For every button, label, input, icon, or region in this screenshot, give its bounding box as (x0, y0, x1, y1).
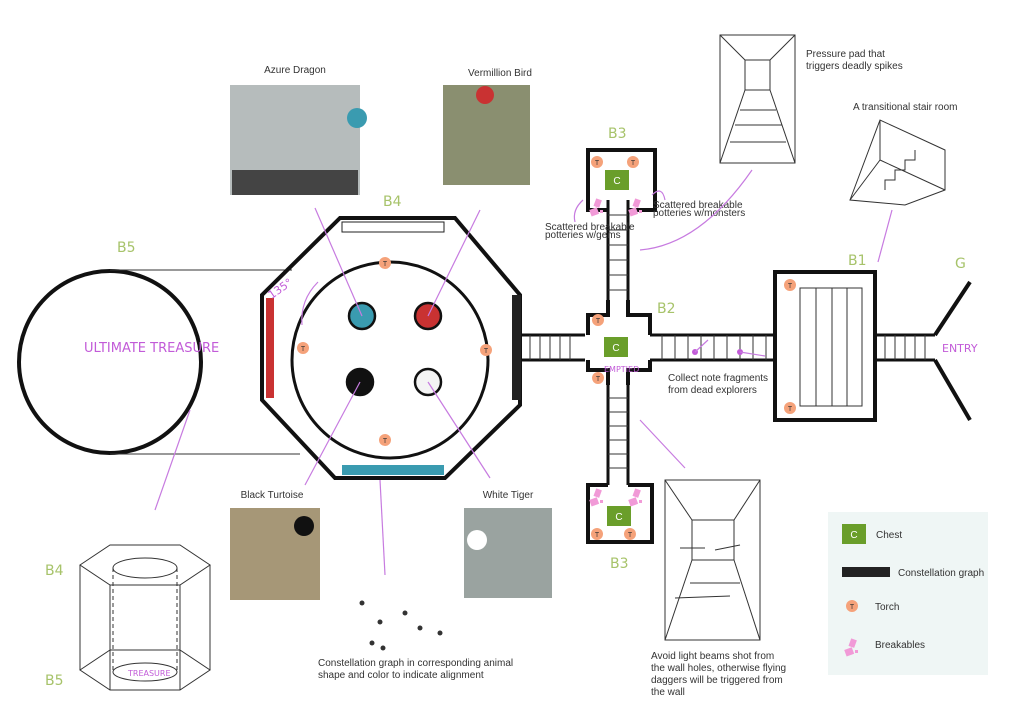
black-constellation-bar (512, 295, 521, 400)
white-constellation-bar (341, 221, 445, 233)
stair-room-note: A transitional stair room (853, 102, 958, 113)
floor-label-b3-bottom: B3 (610, 556, 629, 572)
floor-label-prism-b4: B4 (45, 563, 64, 579)
prism-sketch (79, 544, 211, 691)
entry-label: ENTRY (942, 342, 978, 355)
ultimate-treasure-room[interactable] (17, 269, 203, 455)
room-b1[interactable] (773, 270, 877, 422)
floor-label-g: G (955, 256, 966, 272)
chest-icon (607, 506, 631, 526)
torch-icon (591, 156, 603, 168)
floor-label-b4: B4 (383, 194, 402, 210)
constellation-chamber[interactable] (260, 216, 522, 480)
torch-icon (591, 528, 603, 540)
white-tiger-title: White Tiger (483, 490, 534, 501)
torch-icon (379, 257, 391, 269)
torch-icon (592, 372, 604, 384)
torch-icon (784, 279, 796, 291)
stair-room-sketch (849, 119, 946, 206)
breakables-icon (589, 198, 603, 217)
black-turtoise-title: Black Turtoise (241, 490, 304, 501)
azure-dragon-title: Azure Dragon (264, 65, 326, 76)
torch-icon (624, 528, 636, 540)
torch-icon (480, 344, 492, 356)
floor-label-prism-b5: B5 (45, 673, 64, 689)
legend-torch: Torch (875, 602, 899, 613)
entrance[interactable] (933, 280, 972, 422)
legend-constellation: Constellation graph (898, 568, 984, 579)
pressure-pad-sketch (719, 34, 796, 164)
constellation-bar-icon (842, 567, 890, 577)
chest-icon (604, 337, 628, 357)
breakables-icon (589, 488, 603, 507)
torch-icon (784, 402, 796, 414)
legend-chest: Chest (876, 530, 902, 541)
breakables-icon (628, 198, 642, 217)
emptied-label: EMPTIED (604, 365, 639, 374)
vermillion-constellation-bar (266, 298, 274, 398)
floor-label-b1: B1 (848, 253, 867, 269)
legend-breakables: Breakables (875, 640, 925, 651)
torch-icon (846, 600, 858, 612)
chest-icon (842, 524, 866, 544)
torch-icon (627, 156, 639, 168)
torch-icon (592, 314, 604, 326)
floor-label-b5: B5 (117, 240, 136, 256)
torch-icon (379, 434, 391, 446)
stairs-b1-g[interactable] (875, 333, 935, 362)
room-b3-bottom[interactable] (586, 483, 654, 544)
stairs-b2-b1[interactable] (650, 333, 775, 362)
light-beam-corridor-sketch (664, 479, 761, 641)
torch-icon (297, 342, 309, 354)
constellation-graph (359, 600, 443, 651)
stairs-down-b3[interactable] (606, 385, 630, 485)
constellation-note: Constellation graph in corresponding ani… (318, 658, 513, 681)
stairs-b4-b2[interactable] (522, 333, 585, 362)
ultimate-label: ULTIMATE TREASURE (84, 341, 219, 356)
prism-treasure-label: TREASURE (127, 669, 171, 678)
legend: Chest Constellation graph Torch Breakabl… (828, 512, 988, 675)
angle-label: 135° (266, 276, 295, 302)
breakables-icon (628, 488, 642, 507)
stairs-up-b3[interactable] (606, 200, 630, 300)
floor-label-b3-top: B3 (608, 126, 627, 142)
vermillion-bird-title: Vermillion Bird (468, 68, 532, 79)
azure-constellation-bar (342, 465, 444, 475)
chest-icon (605, 170, 629, 190)
white-tiger-image (464, 508, 552, 598)
floor-label-b2: B2 (657, 301, 676, 317)
